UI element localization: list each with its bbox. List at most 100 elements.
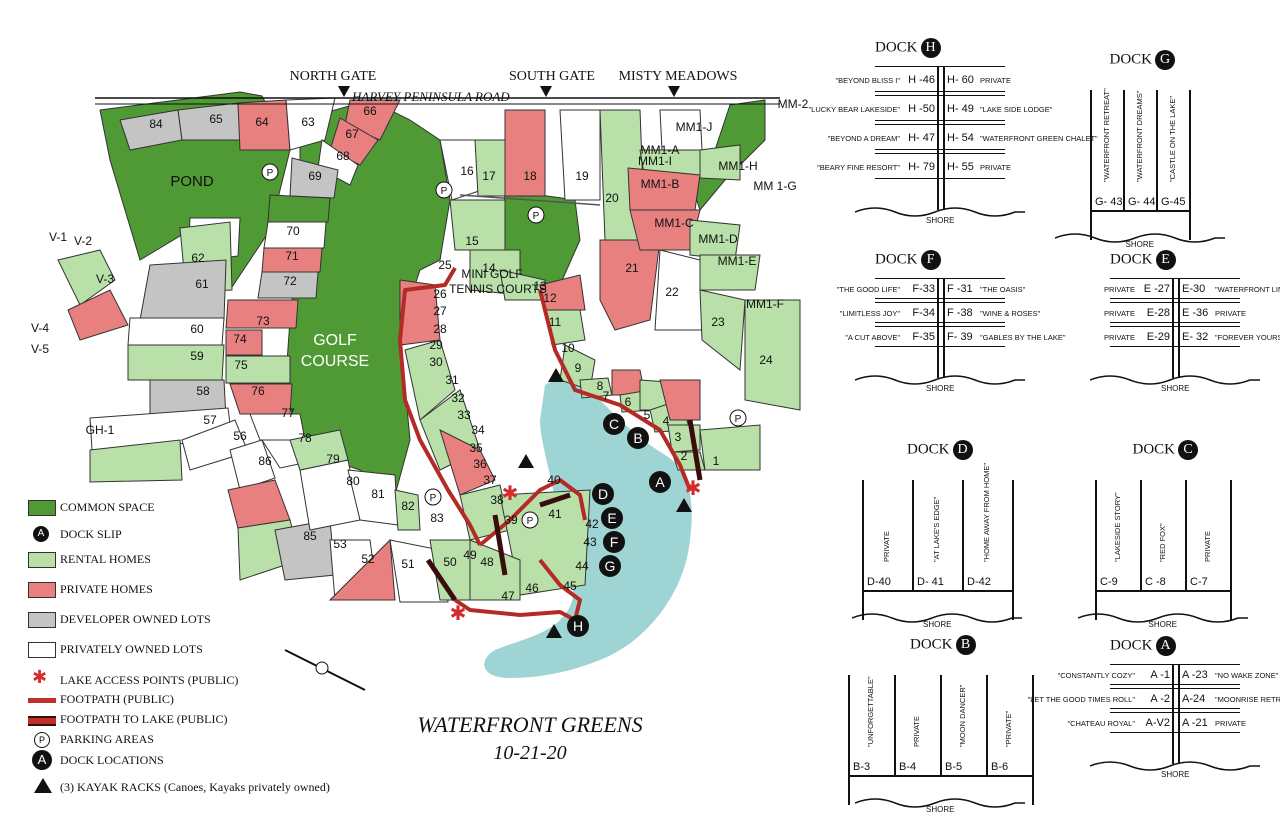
dock-name-left[interactable]: "LUCKY BEAR LAKESIDE" bbox=[808, 104, 900, 114]
dock-slip-number[interactable]: B-5 bbox=[945, 761, 963, 773]
dock-slip-right[interactable]: E -36 bbox=[1182, 307, 1209, 319]
dock-slip-right[interactable]: A -23 bbox=[1182, 669, 1208, 681]
lot-82[interactable] bbox=[394, 489, 421, 531]
dock-slip-right[interactable]: F -31 bbox=[947, 283, 973, 295]
lot-77[interactable] bbox=[249, 413, 306, 441]
dock-slip-number[interactable]: G- 43 bbox=[1095, 196, 1123, 208]
dock-slip-right[interactable]: H- 54 bbox=[947, 131, 974, 144]
lot-68[interactable] bbox=[317, 139, 359, 186]
dock-name-left[interactable]: "LIMITLESS JOY" bbox=[839, 309, 900, 318]
dock-slip-name[interactable]: "AT LAKE'S EDGE" bbox=[932, 496, 941, 562]
lot-69[interactable] bbox=[289, 157, 339, 199]
dock-name-left[interactable]: PRIVATE bbox=[1104, 333, 1135, 342]
dock-name-right[interactable]: PRIVATE bbox=[1215, 719, 1246, 728]
dock-slip-left[interactable]: H -46 bbox=[908, 73, 935, 86]
dock-slip-name[interactable]: "MOON DANCER" bbox=[958, 684, 967, 747]
dock-slip-number[interactable]: C-7 bbox=[1190, 576, 1208, 588]
dock-slip-right[interactable]: H- 49 bbox=[947, 102, 974, 115]
dock-name-right[interactable]: "THE OASIS" bbox=[980, 285, 1026, 294]
lot-GH-1[interactable] bbox=[89, 439, 183, 483]
dock-slip-number[interactable]: D- 41 bbox=[917, 576, 944, 588]
dock-slip-number[interactable]: D-40 bbox=[867, 576, 891, 588]
lot-36[interactable] bbox=[439, 429, 496, 496]
dock-slip-number[interactable]: B-4 bbox=[899, 761, 917, 773]
dock-slip-name[interactable]: PRIVATE bbox=[882, 531, 891, 562]
dock-slip-right[interactable]: F -38 bbox=[947, 307, 973, 319]
dock-slip-name[interactable]: "RED FOX" bbox=[1157, 523, 1167, 562]
lot-72[interactable] bbox=[257, 271, 319, 299]
lot-86[interactable] bbox=[229, 439, 276, 491]
lot-23[interactable] bbox=[699, 289, 746, 371]
dock-name-right[interactable]: "WATERFRONT LINKS" bbox=[1215, 285, 1280, 294]
dock-name-left[interactable]: "BEARY FINE RESORT" bbox=[817, 162, 900, 172]
dock-slip-number[interactable]: C-9 bbox=[1100, 576, 1118, 588]
dock-slip-number[interactable]: D-42 bbox=[967, 576, 991, 588]
lot-79[interactable] bbox=[289, 429, 349, 471]
dock-slip-left[interactable]: H -50 bbox=[908, 102, 935, 115]
lot-60[interactable] bbox=[127, 317, 225, 346]
lot-73[interactable] bbox=[225, 299, 299, 329]
lot-59[interactable] bbox=[127, 344, 225, 381]
dock-slip-left[interactable]: H- 79 bbox=[908, 160, 935, 173]
lot-67[interactable] bbox=[329, 117, 379, 166]
dock-name-right[interactable]: "WATERFRONT GREEN CHALET" bbox=[980, 133, 1098, 143]
dock-slip-name[interactable]: PRIVATE bbox=[1202, 531, 1212, 562]
dock-name-right[interactable]: "GABLES BY THE LAKE" bbox=[980, 333, 1066, 342]
dock-slip-right[interactable]: A-24 bbox=[1182, 693, 1206, 705]
dock-slip-number[interactable]: B-3 bbox=[853, 761, 871, 773]
dock-name-left[interactable]: PRIVATE bbox=[1104, 309, 1135, 318]
dock-name-right[interactable]: "LAKE SIDE LODGE" bbox=[980, 104, 1053, 114]
dock-slip-left[interactable]: F-33 bbox=[912, 283, 935, 295]
dock-name-right[interactable]: "MOONRISE RETREAT" bbox=[1215, 695, 1280, 704]
lot-70[interactable] bbox=[263, 221, 327, 249]
dock-slip-right[interactable]: E-30 bbox=[1182, 283, 1206, 295]
lot-MM1-E[interactable] bbox=[699, 254, 761, 291]
lot-74[interactable] bbox=[225, 329, 263, 356]
dock-slip-name[interactable]: "WATERFRONT DREAMS" bbox=[1134, 90, 1144, 182]
lot-V-4[interactable] bbox=[67, 289, 129, 341]
dock-slip-number[interactable]: C -8 bbox=[1145, 576, 1166, 588]
dock-slip-name[interactable]: "WATERFRONT RETREAT" bbox=[1101, 88, 1111, 182]
lot-52[interactable] bbox=[328, 538, 396, 601]
dock-name-left[interactable]: "A CUT ABOVE" bbox=[845, 333, 900, 342]
dock-slip-name[interactable]: PRIVATE bbox=[912, 716, 921, 747]
dock-slip-left[interactable]: E-28 bbox=[1146, 307, 1170, 319]
dock-name-left[interactable]: "BEYOND BLISS I" bbox=[835, 75, 900, 85]
dock-slip-number[interactable]: B-6 bbox=[991, 761, 1009, 773]
lot-24[interactable] bbox=[744, 299, 801, 411]
lot-18[interactable] bbox=[504, 109, 546, 197]
dock-name-right[interactable]: PRIVATE bbox=[1215, 309, 1246, 318]
lot-4[interactable] bbox=[659, 379, 701, 421]
lot-17[interactable] bbox=[474, 139, 506, 197]
dock-name-left[interactable]: "BEYOND A DREAM" bbox=[827, 133, 900, 143]
dock-slip-left[interactable]: E -27 bbox=[1143, 283, 1170, 295]
lot-61[interactable] bbox=[139, 259, 227, 321]
dock-slip-number[interactable]: G-45 bbox=[1161, 196, 1186, 208]
lot-1[interactable] bbox=[699, 424, 761, 471]
dock-name-right[interactable]: "NO WAKE ZONE" bbox=[1215, 671, 1279, 680]
dock-slip-left[interactable]: H- 47 bbox=[908, 131, 935, 144]
dock-name-left[interactable]: PRIVATE bbox=[1104, 285, 1135, 294]
dock-slip-right[interactable]: A -21 bbox=[1182, 717, 1208, 729]
lot-V-2[interactable] bbox=[57, 249, 116, 306]
lot-71[interactable] bbox=[261, 247, 323, 273]
lot-MM1-H[interactable] bbox=[699, 144, 741, 181]
dock-name-left[interactable]: "LET THE GOOD TIMES ROLL" bbox=[1027, 695, 1135, 704]
lot-21[interactable] bbox=[599, 239, 661, 331]
dock-slip-right[interactable]: H- 60 bbox=[947, 73, 974, 86]
lot-30-31[interactable] bbox=[404, 339, 456, 421]
dock-slip-name[interactable]: "LAKESIDE STORY" bbox=[1112, 492, 1122, 562]
dock-slip-name[interactable]: "PRIVATE" bbox=[1004, 710, 1013, 747]
dock-slip-name[interactable]: "HOME AWAY FROM HOME" bbox=[982, 462, 991, 562]
dock-slip-number[interactable]: G- 44 bbox=[1128, 196, 1156, 208]
dock-slip-right[interactable]: H- 55 bbox=[947, 160, 974, 173]
dock-name-right[interactable]: PRIVATE bbox=[980, 75, 1011, 85]
dock-slip-right[interactable]: E- 32 bbox=[1182, 331, 1209, 343]
dock-slip-left[interactable]: E-29 bbox=[1146, 331, 1170, 343]
dock-name-right[interactable]: "FOREVER YOURS" bbox=[1215, 333, 1280, 342]
lot-55[interactable] bbox=[227, 479, 291, 529]
lot-22[interactable] bbox=[654, 249, 706, 331]
dock-name-right[interactable]: PRIVATE bbox=[980, 162, 1011, 172]
dock-slip-right[interactable]: F- 39 bbox=[947, 331, 973, 343]
dock-name-left[interactable]: "THE GOOD LIFE" bbox=[836, 285, 900, 294]
